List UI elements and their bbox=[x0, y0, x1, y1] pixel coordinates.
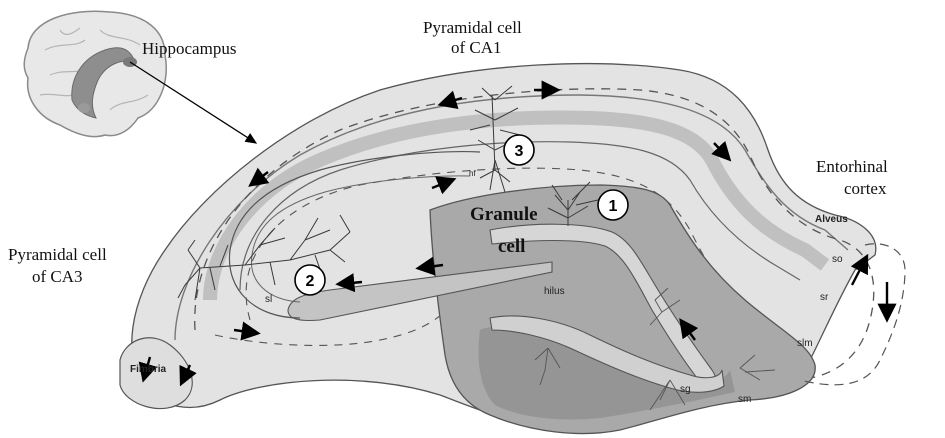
brain-icon bbox=[24, 11, 166, 136]
region-sr: sr bbox=[820, 292, 829, 303]
hippocampus-label: Hippocampus bbox=[142, 39, 236, 58]
region-hf: hf bbox=[469, 169, 476, 178]
region-slm: slm bbox=[797, 338, 813, 349]
region-hilus: hilus bbox=[544, 286, 565, 297]
region-sg: sg bbox=[680, 384, 691, 395]
ca3-label-line1: Pyramidal cell bbox=[8, 245, 107, 264]
marker-3: 3 bbox=[504, 135, 534, 165]
region-alveus: Alveus bbox=[815, 214, 848, 225]
entorhinal-label-line2: cortex bbox=[844, 179, 887, 198]
granule-label-line1: Granule bbox=[470, 204, 538, 225]
ca1-label-line2: of CA1 bbox=[451, 38, 502, 57]
region-sm: sm bbox=[738, 394, 751, 405]
marker-1: 1 bbox=[598, 190, 628, 220]
ca1-label-line1: Pyramidal cell bbox=[423, 18, 522, 37]
granule-label-line2: cell bbox=[498, 236, 525, 257]
marker-1-label: 1 bbox=[609, 198, 618, 215]
ca3-label-line2: of CA3 bbox=[32, 267, 83, 286]
marker-2-label: 2 bbox=[306, 273, 315, 290]
region-sl: sl bbox=[265, 294, 272, 305]
region-so: so bbox=[832, 254, 843, 265]
marker-3-label: 3 bbox=[515, 143, 524, 160]
marker-2: 2 bbox=[295, 265, 325, 295]
entorhinal-label-line1: Entorhinal bbox=[816, 157, 888, 176]
region-fimbria: Fimbria bbox=[130, 364, 167, 375]
